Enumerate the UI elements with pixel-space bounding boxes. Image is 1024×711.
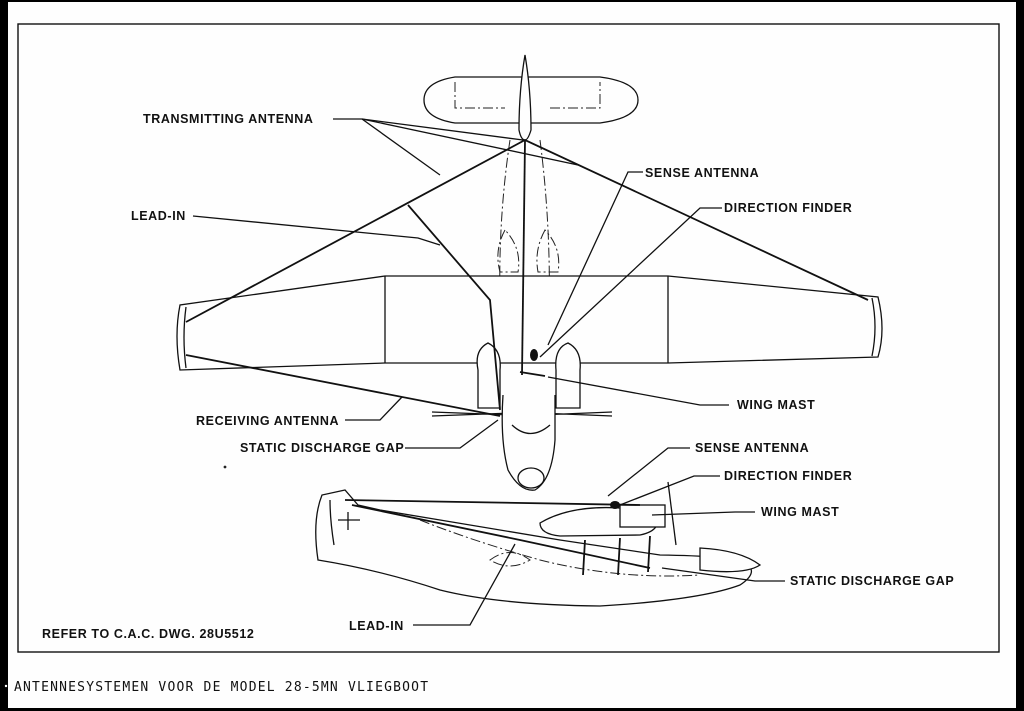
- blister-left: [497, 229, 520, 273]
- elevator-outline: [454, 82, 601, 109]
- hull-nose: [501, 394, 556, 491]
- label-lead-in-side: LEAD-IN: [349, 619, 404, 633]
- label-sense-antenna-top: SENSE ANTENNA: [645, 166, 759, 180]
- direction-finder-loop: [530, 349, 538, 361]
- label-receiving-antenna: RECEIVING ANTENNA: [196, 414, 339, 428]
- sense-antenna-wire: [521, 139, 526, 376]
- scan-border-bottom: [0, 708, 1024, 711]
- lead-in-wire-top: [407, 204, 501, 411]
- label-static-discharge-gap-side: STATIC DISCHARGE GAP: [790, 574, 954, 588]
- side-propeller: [667, 481, 677, 546]
- side-hull: [315, 489, 752, 607]
- blister-right: [536, 229, 560, 273]
- figure-caption: ANTENNESYSTEMEN VOOR DE MODEL 28-5MN VLI…: [14, 680, 429, 695]
- nacelle-right: [555, 342, 581, 409]
- side-lead-in-wire: [351, 504, 651, 569]
- leader-lines: [192, 118, 785, 626]
- label-wing-mast-side: WING MAST: [761, 505, 839, 519]
- plan-view: [176, 54, 883, 491]
- side-hull-chine: [419, 519, 701, 577]
- side-view: [315, 481, 762, 607]
- cockpit: [511, 424, 551, 435]
- scan-border-top: [0, 0, 1024, 2]
- scan-border-right: [1016, 0, 1024, 711]
- side-float: [699, 547, 762, 573]
- reference-note: REFER TO C.A.C. DWG. 28U5512: [42, 627, 254, 641]
- label-lead-in-top: LEAD-IN: [131, 209, 186, 223]
- side-blister: [489, 552, 531, 567]
- wing: [176, 275, 883, 371]
- nose-turret: [517, 467, 545, 489]
- hull-outline: [499, 139, 550, 346]
- tail-plane: [423, 76, 639, 124]
- side-antenna-wire: [344, 499, 641, 506]
- label-wing-mast-top: WING MAST: [737, 398, 815, 412]
- wing-mast-top: [519, 371, 546, 377]
- side-engine: [619, 504, 666, 528]
- scan-border-left: [0, 0, 8, 711]
- receiving-antenna-wire: [185, 354, 501, 417]
- label-transmitting-antenna: TRANSMITTING ANTENNA: [143, 112, 314, 126]
- label-direction-finder-top: DIRECTION FINDER: [724, 201, 852, 215]
- side-struts: [582, 535, 651, 576]
- label-sense-antenna-side: SENSE ANTENNA: [695, 441, 809, 455]
- drawing-frame: [17, 23, 1000, 653]
- label-direction-finder-side: DIRECTION FINDER: [724, 469, 852, 483]
- label-static-discharge-gap-top: STATIC DISCHARGE GAP: [240, 441, 404, 455]
- side-direction-finder: [610, 501, 620, 509]
- tail-fin: [518, 54, 532, 141]
- nacelle-left: [476, 342, 501, 409]
